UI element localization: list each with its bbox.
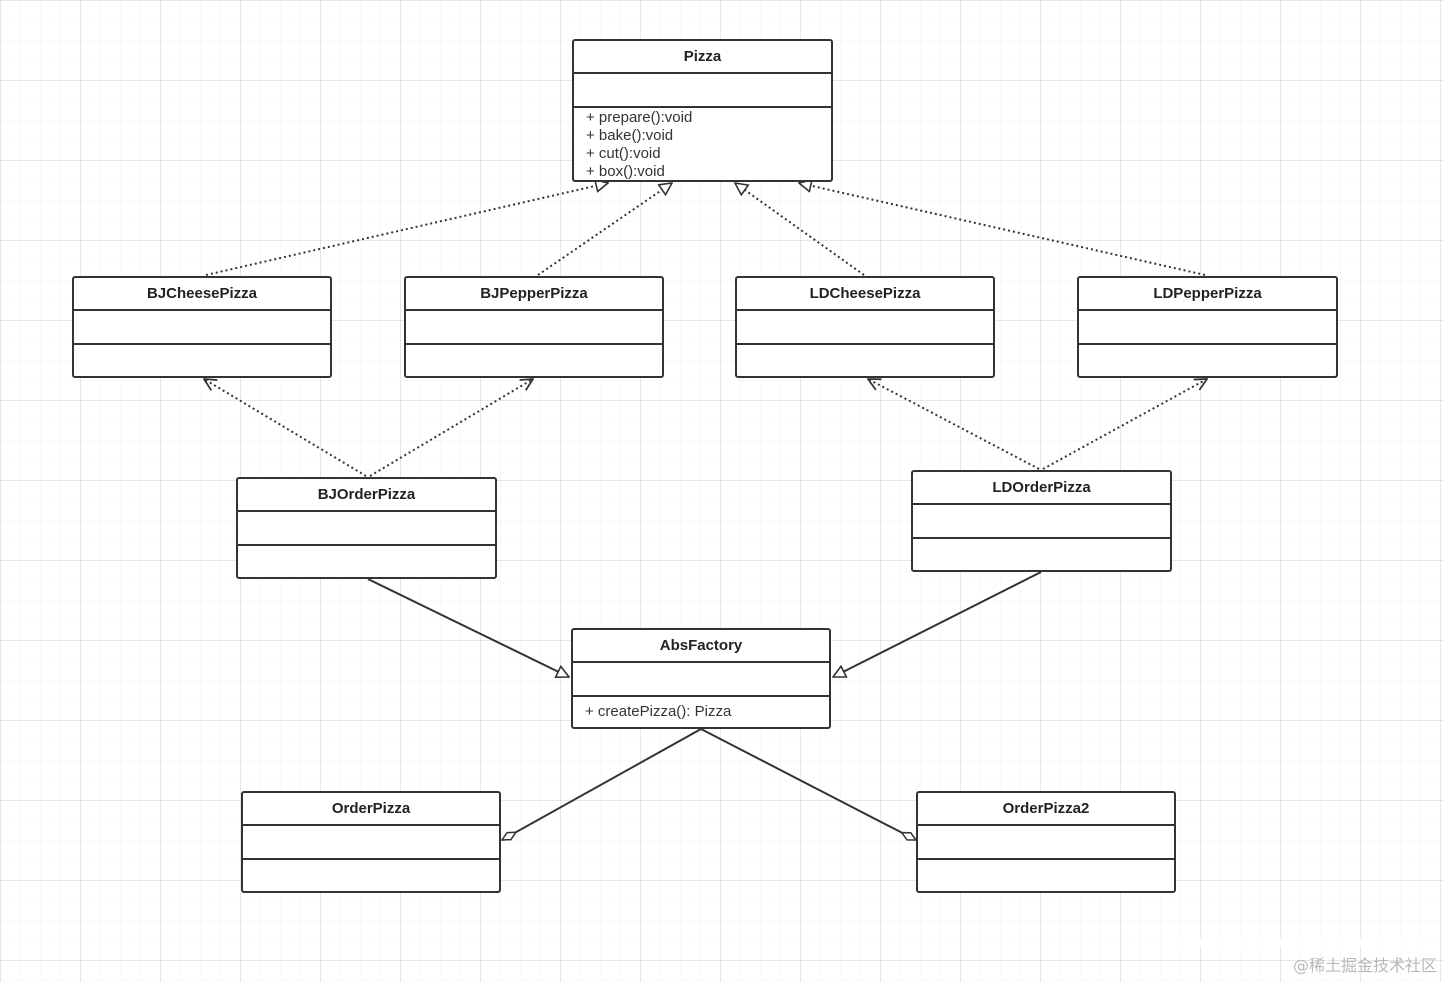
- class-orderpizza[interactable]: OrderPizza: [241, 791, 501, 893]
- edge-ldcheese-to-pizza: [735, 183, 865, 276]
- class-ldpepperpizza[interactable]: LDPepperPizza: [1077, 276, 1338, 378]
- class-name: LDCheesePizza: [737, 278, 993, 311]
- class-name: OrderPizza2: [918, 793, 1174, 826]
- class-operations: [243, 860, 499, 891]
- class-name: Pizza: [574, 41, 831, 74]
- operation-prepare: + prepare():void: [586, 109, 693, 126]
- operation-bake: + bake():void: [586, 127, 674, 144]
- operation-box: + box():void: [586, 163, 665, 180]
- edge-absfactory-to-orderpizza: [502, 728, 702, 841]
- class-name: OrderPizza: [243, 793, 499, 826]
- class-operations: [1079, 345, 1336, 376]
- class-operations: + createPizza(): Pizza: [573, 697, 829, 727]
- class-ldorderpizza[interactable]: LDOrderPizza: [911, 470, 1172, 572]
- class-operations: [918, 860, 1174, 891]
- class-attributes: [913, 505, 1170, 539]
- class-operations: [406, 345, 662, 376]
- class-name: BJOrderPizza: [238, 479, 495, 512]
- class-operations: [74, 345, 330, 376]
- class-attributes: [238, 512, 495, 546]
- class-operations: [737, 345, 993, 376]
- edge-bjorder-to-bjcheese: [204, 379, 367, 477]
- class-bjpepperpizza[interactable]: BJPepperPizza: [404, 276, 664, 378]
- class-name: LDPepperPizza: [1079, 278, 1336, 311]
- edge-ldorder-to-ldpepper: [1042, 379, 1207, 470]
- class-attributes: [573, 663, 829, 697]
- class-absfactory[interactable]: AbsFactory + createPizza(): Pizza: [571, 628, 831, 729]
- class-operations: [913, 539, 1170, 570]
- class-pizza[interactable]: Pizza + prepare():void + bake():void + c…: [572, 39, 833, 182]
- class-name: BJCheesePizza: [74, 278, 330, 311]
- edge-ldpepper-to-pizza: [799, 183, 1206, 276]
- edge-bjpepper-to-pizza: [537, 183, 672, 276]
- operation-cut: + cut():void: [586, 145, 661, 162]
- class-bjorderpizza[interactable]: BJOrderPizza: [236, 477, 497, 579]
- class-operations: + prepare():void + bake():void + cut():v…: [574, 108, 831, 181]
- edge-ldorder-to-absfactory: [833, 571, 1042, 678]
- operation-createpizza: + createPizza(): Pizza: [585, 703, 732, 720]
- class-attributes: [406, 311, 662, 345]
- edge-ldorder-to-ldcheese: [868, 379, 1040, 470]
- edge-absfactory-to-orderpizza2: [700, 728, 916, 841]
- class-name: AbsFactory: [573, 630, 829, 663]
- class-attributes: [918, 826, 1174, 860]
- class-attributes: [737, 311, 993, 345]
- class-attributes: [243, 826, 499, 860]
- class-ldcheesepizza[interactable]: LDCheesePizza: [735, 276, 995, 378]
- class-attributes: [1079, 311, 1336, 345]
- watermark-backdrop: [1170, 938, 1425, 946]
- class-orderpizza2[interactable]: OrderPizza2: [916, 791, 1176, 893]
- edge-bjorder-to-absfactory: [367, 578, 569, 677]
- class-name: LDOrderPizza: [913, 472, 1170, 505]
- class-bjcheesepizza[interactable]: BJCheesePizza: [72, 276, 332, 378]
- edge-bjcheese-to-pizza: [205, 183, 608, 276]
- edge-bjorder-to-bjpepper: [369, 379, 533, 477]
- class-operations: [238, 546, 495, 577]
- class-attributes: [74, 311, 330, 345]
- class-name: BJPepperPizza: [406, 278, 662, 311]
- watermark-text: @稀土掘金技术社区: [1292, 956, 1437, 975]
- class-attributes: [574, 74, 831, 108]
